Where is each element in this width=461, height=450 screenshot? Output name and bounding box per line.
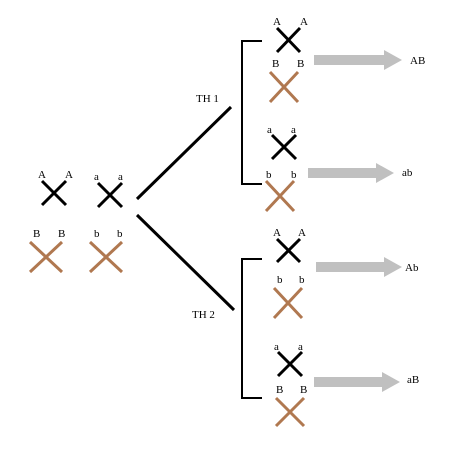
parent-label-B1: B — [33, 228, 40, 240]
chromosome-b-parent — [88, 240, 124, 274]
c2o2-bottom-label-1: B — [276, 384, 283, 396]
case-2-label: TH 2 — [192, 309, 215, 321]
c2o1-brown-chromosome — [272, 286, 304, 320]
c2o1-dark-chromosome — [275, 237, 302, 264]
case-1-bracket — [241, 40, 262, 185]
chromosome-a-parent — [96, 181, 124, 209]
case-1-outcome-2: a a b b ab — [264, 124, 413, 213]
parent-label-a2: a — [118, 171, 123, 183]
c1o2-bottom-label-1: b — [266, 169, 272, 181]
c2o2-arrow-icon — [314, 372, 400, 392]
parent-label-b1: b — [94, 228, 100, 240]
c2o1-bottom-label-1: b — [277, 274, 283, 286]
c1o2-dark-chromosome — [270, 133, 298, 161]
chromosome-B-parent — [28, 240, 64, 274]
c2o2-top-label-1: a — [274, 341, 279, 353]
c2o1-result: Ab — [405, 262, 419, 274]
case-1-outcome-1: A A B B AB — [268, 16, 425, 104]
c2o2-brown-chromosome — [274, 396, 306, 428]
c1o2-bottom-label-2: b — [291, 169, 297, 181]
parent-label-B2: B — [58, 228, 65, 240]
c1o1-bottom-label-2: B — [297, 58, 304, 70]
c1o2-arrow-icon — [308, 163, 394, 183]
c1o1-dark-chromosome — [275, 26, 302, 54]
branch-line-case-1 — [135, 105, 233, 201]
c1o2-top-label-2: a — [291, 124, 296, 136]
case-2-outcome-2: a a B B aB — [274, 341, 419, 428]
case-1-label: TH 1 — [196, 93, 219, 105]
c1o2-result: ab — [402, 167, 413, 179]
branch-line-case-2 — [135, 213, 236, 312]
c2o1-arrow-icon — [316, 257, 402, 277]
parent-cell: A A a a B B b b — [28, 169, 124, 274]
c2o2-dark-chromosome — [276, 350, 304, 378]
parent-label-a1: a — [94, 171, 99, 183]
chromosome-A-parent — [40, 179, 68, 207]
c1o1-arrow-icon — [314, 50, 402, 70]
c1o1-top-label-1: A — [273, 16, 281, 28]
c1o2-brown-chromosome — [264, 179, 296, 213]
parent-label-A2: A — [65, 169, 73, 181]
c1o1-result: AB — [410, 55, 425, 67]
c2o1-bottom-label-2: b — [299, 274, 305, 286]
c2o1-top-label-2: A — [298, 227, 306, 239]
c1o1-brown-chromosome — [268, 70, 300, 104]
parent-label-A1: A — [38, 169, 46, 181]
c2o2-bottom-label-2: B — [300, 384, 307, 396]
c2o2-result: aB — [407, 374, 419, 386]
c1o2-top-label-1: a — [267, 124, 272, 136]
c1o1-bottom-label-1: B — [272, 58, 279, 70]
c2o2-top-label-2: a — [298, 341, 303, 353]
c2o1-top-label-1: A — [273, 227, 281, 239]
c1o1-top-label-2: A — [300, 16, 308, 28]
case-2-bracket — [241, 258, 262, 399]
parent-label-b2: b — [117, 228, 123, 240]
case-2-outcome-1: A A b b Ab — [272, 227, 419, 320]
